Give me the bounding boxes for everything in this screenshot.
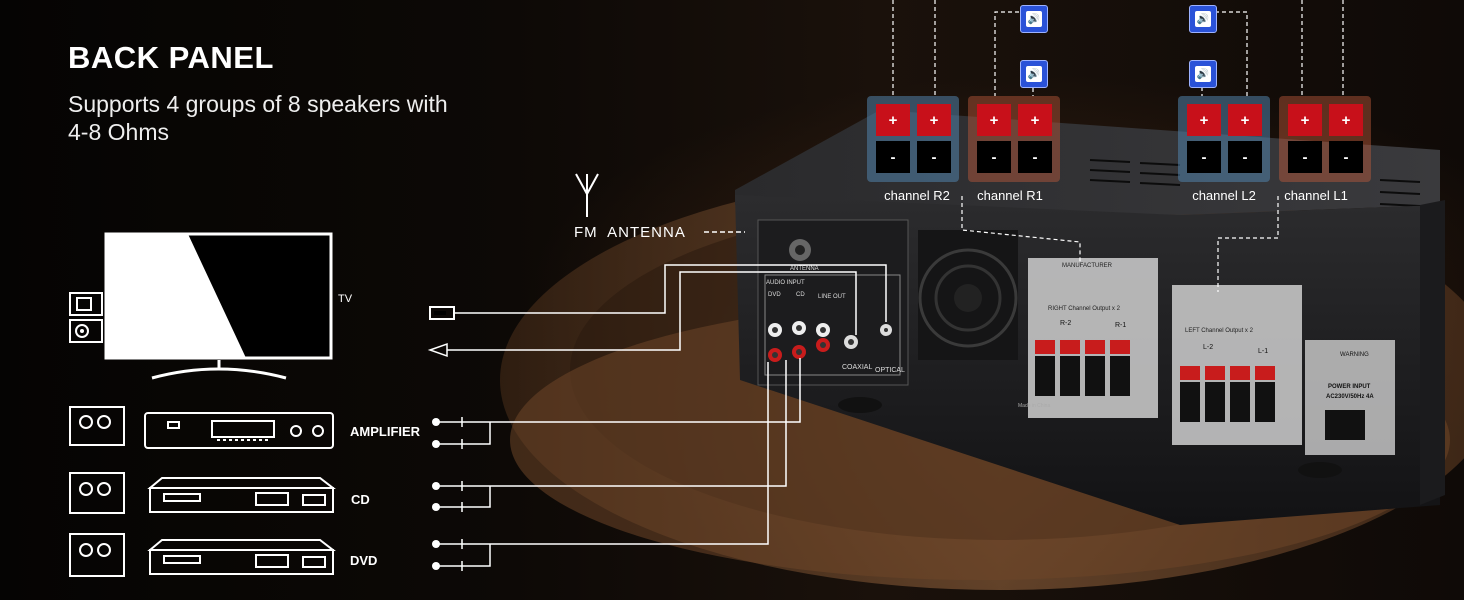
speaker-icon: 🔊	[1020, 5, 1048, 33]
terminal-plus: +	[1018, 104, 1052, 136]
panel-line-out: LINE OUT	[818, 294, 846, 300]
channel-l2-terminals: + + - -	[1178, 96, 1270, 182]
terminal-plus: +	[917, 104, 951, 136]
fan	[918, 248, 1018, 348]
speaker-icon: 🔊	[1189, 5, 1217, 33]
cd-illustration	[69, 472, 336, 514]
antenna-icon	[575, 173, 599, 217]
panel-left-output: LEFT Channel Output x 2	[1185, 328, 1253, 334]
tv-label: TV	[338, 293, 353, 305]
tv-illustration	[69, 232, 333, 380]
channel-r2-label: channel R2	[884, 188, 950, 203]
panel-optical: OPTICAL	[875, 367, 905, 374]
right-output-clips	[1035, 340, 1130, 354]
panel-right-output: RIGHT Channel Output x 2	[1048, 306, 1120, 312]
terminal-minus: -	[876, 141, 910, 173]
input-plate	[757, 219, 909, 386]
speaker-wires	[892, 0, 1344, 292]
terminal-plus: +	[1228, 104, 1262, 136]
input-sub-plate	[764, 274, 901, 376]
terminal-minus: -	[977, 141, 1011, 173]
amplifier-illustration	[69, 406, 334, 449]
page-subtitle: Supports 4 groups of 8 speakers with 4-8…	[68, 91, 448, 145]
panel-dvd: DVD	[768, 292, 781, 298]
panel-antenna: ANTENNA	[790, 266, 819, 272]
channel-l2-label: channel L2	[1192, 188, 1256, 203]
panel-warning: WARNING	[1340, 352, 1369, 358]
panel-cd: CD	[796, 292, 805, 298]
terminal-plus: +	[1288, 104, 1322, 136]
plug-tips	[432, 311, 446, 570]
panel-l2: L-2	[1203, 344, 1214, 351]
terminal-minus: -	[1329, 141, 1363, 173]
antenna-label: FM ANTENNA	[574, 224, 686, 241]
terminal-minus: -	[917, 141, 951, 173]
amp-side	[1420, 200, 1445, 505]
dvd-illustration	[69, 533, 336, 577]
left-output-clips	[1180, 366, 1275, 380]
panel-r2: R-2	[1060, 320, 1072, 327]
channel-r2-terminals: + + - -	[867, 96, 959, 182]
terminal-minus: -	[1018, 141, 1052, 173]
channel-l1-label: channel L1	[1284, 188, 1348, 203]
rca-jacks	[768, 239, 892, 362]
power-socket	[1325, 410, 1365, 440]
terminal-minus: -	[1228, 141, 1262, 173]
amp-top-vents	[1089, 159, 1421, 207]
amplifier-label: AMPLIFIER	[350, 424, 421, 439]
speaker-icon: 🔊	[1189, 60, 1217, 88]
terminal-plus: +	[1329, 104, 1363, 136]
dvd-label: DVD	[350, 553, 378, 568]
panel-l1: L-1	[1258, 348, 1269, 355]
panel-power-input: POWER INPUT	[1328, 384, 1371, 390]
panel-coaxial: COAXIAL	[842, 364, 873, 371]
page-title: BACK PANEL	[68, 40, 274, 75]
panel-made-in: Made in China	[1018, 403, 1051, 409]
channel-r1-label: channel R1	[977, 188, 1043, 203]
panel-r1: R-1	[1115, 322, 1127, 329]
terminal-minus: -	[1288, 141, 1322, 173]
terminal-plus: +	[876, 104, 910, 136]
panel-power-rating: AC230V/50Hz 4A	[1326, 394, 1374, 400]
connection-lines	[427, 264, 887, 571]
panel-manufacturer: MANUFACTURER	[1062, 263, 1113, 269]
panel-audio-input: AUDIO INPUT	[766, 280, 805, 286]
terminal-plus: +	[977, 104, 1011, 136]
channel-l1-terminals: + + - -	[1279, 96, 1371, 182]
cd-label: CD	[351, 492, 370, 507]
terminal-plus: +	[1187, 104, 1221, 136]
channel-r1-terminals: + + - -	[968, 96, 1060, 182]
terminal-minus: -	[1187, 141, 1221, 173]
speaker-icon: 🔊	[1020, 60, 1048, 88]
